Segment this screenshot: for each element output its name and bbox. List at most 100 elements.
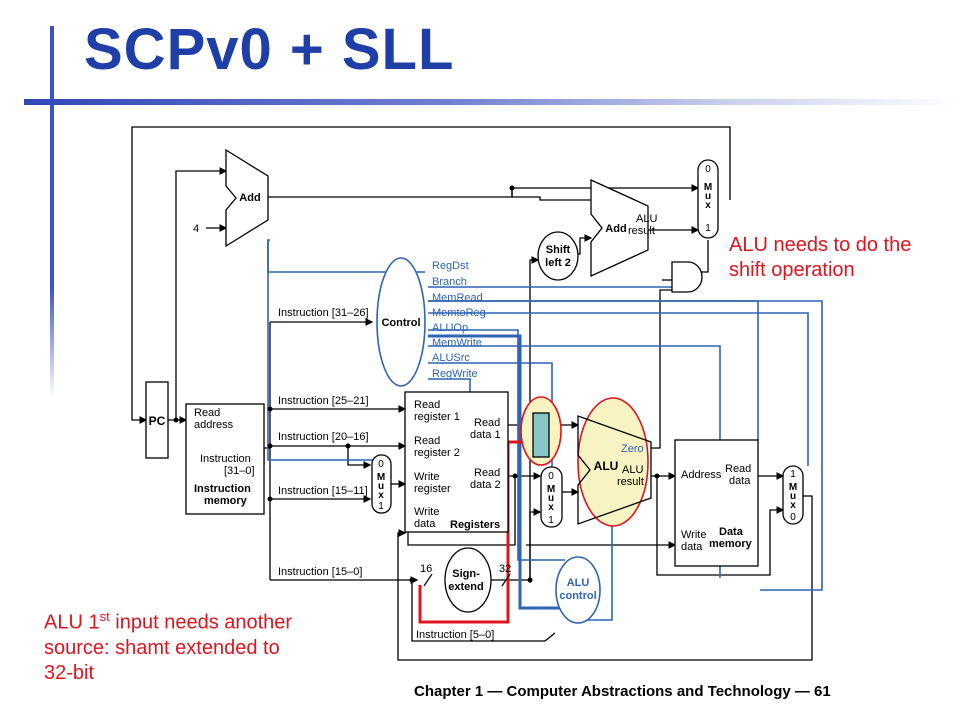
branch-adder-label: Add <box>605 223 626 235</box>
branch-adder <box>590 178 649 278</box>
bits-32: 32 <box>499 563 511 575</box>
alusrc-mux-one: 1 <box>548 515 554 526</box>
signal-memtoreg: MemtoReg <box>432 307 486 319</box>
signal-alusrc: ALUSrc <box>432 352 470 364</box>
memtoreg-mux: 1 M u x 0 <box>782 465 804 525</box>
regs-wdata-b: data <box>414 518 436 530</box>
shamt-mux <box>532 412 550 458</box>
regs-title: Registers <box>450 519 500 531</box>
shamt-note-line1-post: input needs another <box>109 611 293 634</box>
pcsrc-mux-u: u <box>705 191 711 202</box>
pc-register <box>145 381 169 459</box>
dmem-read: Read <box>725 463 751 475</box>
alusrc-mux-x: x <box>548 502 554 513</box>
memtoreg-mux-u: u <box>790 491 796 502</box>
alu-control <box>555 556 601 624</box>
main-alu <box>577 415 652 525</box>
data-memory-labels: Address Read data Write data Data memory <box>681 463 753 553</box>
register-file-labels: Read register 1 Read register 2 Write re… <box>414 399 501 531</box>
branch-result-label: result <box>628 225 655 237</box>
regdst-mux-x: x <box>378 490 384 501</box>
title-accent-vertical <box>50 26 54 398</box>
imem-read: Read <box>194 407 220 419</box>
register-file <box>404 391 509 533</box>
pc-adder-label: Add <box>239 192 260 204</box>
imem-instruction: Instruction <box>200 453 251 465</box>
alu-highlight <box>577 397 649 527</box>
control-wires <box>267 239 823 621</box>
field-15-0: Instruction [15–0] <box>278 566 362 578</box>
field-31-26: Instruction [31–26] <box>278 307 369 319</box>
dmem-read-data: data <box>729 475 751 487</box>
regs-read-1a: Read <box>414 399 440 411</box>
read-data2-a: Read <box>474 467 500 479</box>
aluop-bus <box>428 334 560 610</box>
shift-left-2 <box>537 231 579 281</box>
signal-branch: Branch <box>432 276 467 288</box>
alu-shift-note: ALU needs to do the shift operation <box>729 233 911 283</box>
signal-regwrite: RegWrite <box>432 368 478 380</box>
imem-title-2: memory <box>204 495 248 507</box>
shamt-note-line1: ALU 1st input needs another <box>44 604 292 636</box>
imem-range: [31–0] <box>224 465 255 477</box>
bits-16: 16 <box>420 563 432 575</box>
pcsrc-mux-one: 1 <box>705 223 711 234</box>
memtoreg-mux-m: M <box>789 482 797 493</box>
regdst-mux-zero: 0 <box>378 459 384 470</box>
regs-write-b: register <box>414 483 451 495</box>
alu-control-label-1: ALU <box>567 577 590 589</box>
dmem-write-data: data <box>681 541 703 553</box>
signal-memread: MemRead <box>432 292 483 304</box>
sign-extend-label-2: extend <box>448 581 483 593</box>
alusrc-mux-zero: 0 <box>548 471 554 482</box>
dmem-write: Write <box>681 529 706 541</box>
control-signal-labels: RegDst Branch MemRead MemtoReg ALUOp Mem… <box>432 260 486 380</box>
data-memory <box>674 439 759 567</box>
dmem-address: Address <box>681 469 722 481</box>
regs-wdata-a: Write <box>414 506 439 518</box>
pc-adder <box>225 148 269 248</box>
branch-and-gate <box>671 261 703 293</box>
shamt-note-line3: 32-bit <box>44 661 95 684</box>
signal-memwrite: MemWrite <box>432 337 482 349</box>
regs-write-a: Write <box>414 471 439 483</box>
field-25-21: Instruction [25–21] <box>278 395 369 407</box>
regdst-mux-u: u <box>378 481 384 492</box>
pcsrc-mux-m: M <box>704 182 712 193</box>
shift-label-2: left 2 <box>545 257 571 269</box>
shift-label-1: Shift <box>546 244 571 256</box>
alu-zero-label: Zero <box>621 443 644 455</box>
alu-result-label-1: ALU <box>622 464 643 476</box>
alu-label: ALU <box>594 459 619 473</box>
signal-aluop: ALUOp <box>432 322 468 334</box>
field-20-16: Instruction [20–16] <box>278 431 369 443</box>
slide-footer: Chapter 1 — Computer Abstractions and Te… <box>414 683 831 700</box>
read-data1-a: Read <box>474 417 500 429</box>
constant-four: 4 <box>193 223 199 235</box>
read-data1-b: data 1 <box>470 429 501 441</box>
memtoreg-mux-one: 1 <box>790 469 796 480</box>
imem-address: address <box>194 419 234 431</box>
pcsrc-mux-zero: 0 <box>705 164 711 175</box>
shamt-note: ALU 1st input needs another source: sham… <box>44 604 292 686</box>
alusrc-mux-m: M <box>547 484 555 495</box>
shamt-path <box>418 440 528 624</box>
regs-read-2b: register 2 <box>414 447 460 459</box>
regdst-mux-one: 1 <box>378 501 384 512</box>
pcsrc-mux-x: x <box>705 200 711 211</box>
dmem-title-2: memory <box>709 538 753 550</box>
read-data2-b: data 2 <box>470 479 501 491</box>
junction-dots <box>173 185 660 583</box>
alu-shift-note-line2: shift operation <box>729 259 855 281</box>
regs-read-2a: Read <box>414 435 440 447</box>
control-label: Control <box>381 317 420 329</box>
alusrc-mux: 0 M u x 1 <box>540 466 563 528</box>
sign-extend-label-1: Sign- <box>452 568 480 580</box>
slide-title: SCPv0 + SLL <box>84 17 455 82</box>
shamt-note-superscript: st <box>99 609 110 624</box>
control-unit <box>376 257 426 387</box>
sign-extend <box>444 547 492 613</box>
shamt-note-line1-pre: ALU 1 <box>44 611 100 634</box>
memtoreg-mux-zero: 0 <box>790 512 796 523</box>
